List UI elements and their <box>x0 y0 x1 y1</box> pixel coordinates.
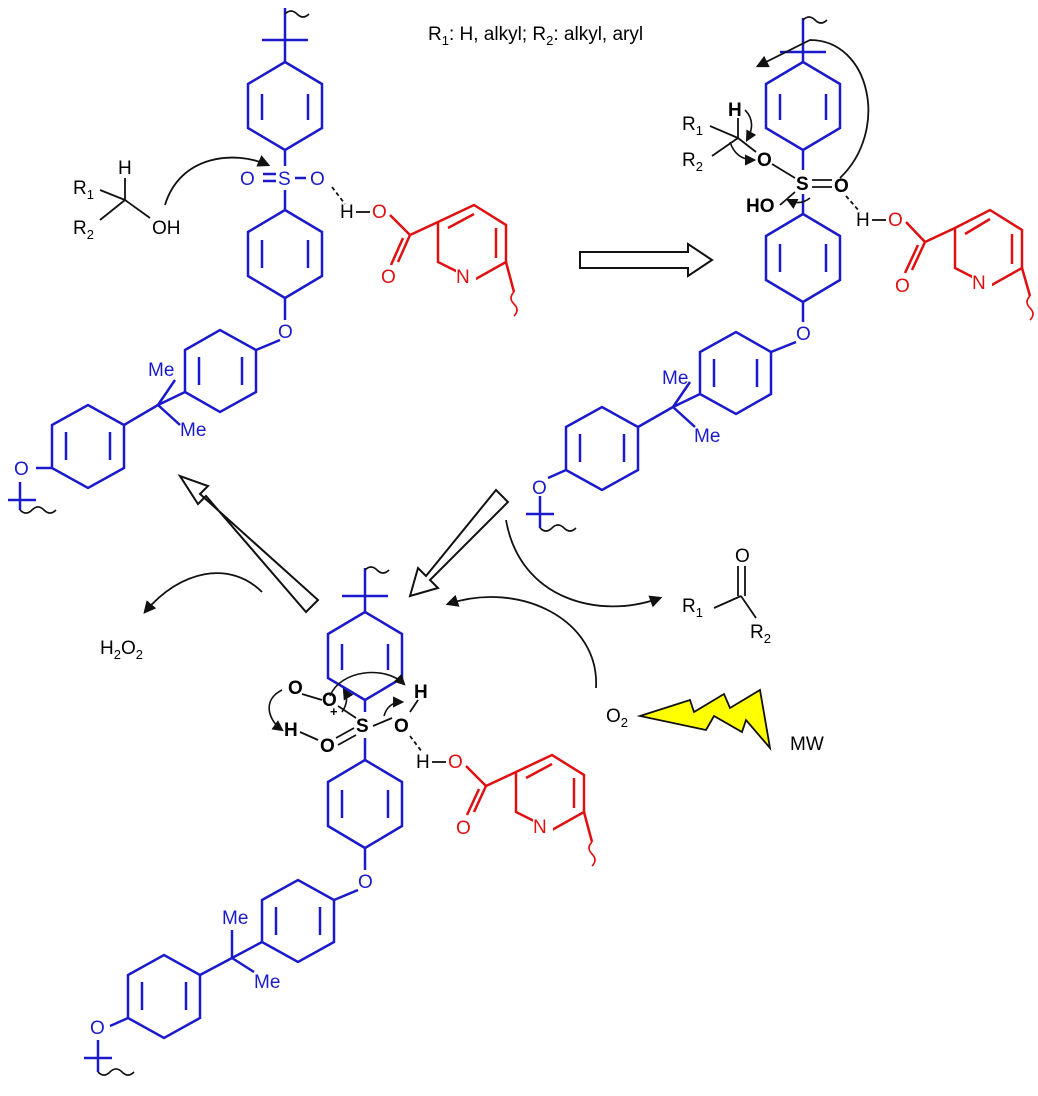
structure-3-o-peroxy-2: O <box>322 690 337 711</box>
structure-3-o-right: O <box>394 716 409 737</box>
picolinic-acid-2 <box>903 208 1032 297</box>
structure-1-methyl-bottom: Me <box>180 420 206 441</box>
picolinic-1-o-acid: O <box>372 202 387 223</box>
alkoxy-h: H <box>728 100 742 121</box>
structure-3-methyl-bottom: Me <box>254 972 280 993</box>
structure-3-sulfur: S <box>356 716 369 737</box>
structure-2-polymer <box>526 18 842 528</box>
substituent-caption: R1: H, alkyl; R2: alkyl, aryl <box>428 24 643 48</box>
alkoxy-group <box>709 118 796 179</box>
oxygen-uptake-arrow <box>445 594 597 689</box>
structure-2-chain-break-2 <box>539 524 577 532</box>
microwave-bolt <box>636 688 772 752</box>
attack-arrow-1 <box>164 155 271 206</box>
ketone-o: O <box>735 546 750 567</box>
h2o2-label: H2O2 <box>100 638 143 662</box>
structure-3-polymer <box>84 568 404 1072</box>
alkoxy-r1: R1 <box>682 114 703 138</box>
mw-label: MW <box>790 734 824 755</box>
h2o2-release-arrow <box>143 572 263 614</box>
picolinic-2-h: H <box>856 210 870 231</box>
picolinic-acid-3 <box>465 753 594 843</box>
ketone-release-arrow <box>505 519 663 608</box>
picolinic-1-o-carbonyl: O <box>381 267 396 288</box>
alcohol-r2: R2 <box>73 218 94 242</box>
curly-arrow-o-h <box>755 39 870 179</box>
structure-1-ether-o: O <box>278 322 293 343</box>
ketone-product <box>713 566 757 619</box>
structure-3-plus: + <box>330 704 338 719</box>
structure-2-chain-break <box>802 16 828 24</box>
picolinic-3-o-carbonyl: O <box>456 818 471 839</box>
structure-2-ether-o: O <box>796 324 811 345</box>
curly-arrow-ring <box>341 688 354 713</box>
structure-3-chain-break <box>364 566 390 574</box>
structure-2-hydroxyl: HO <box>746 196 775 217</box>
structure-3-o-peroxy-1: O <box>288 678 303 699</box>
curly-arrow-s-oh <box>785 197 811 210</box>
hbond-2 <box>845 195 861 213</box>
alcohol-h: H <box>118 158 132 179</box>
structure-2-sulfur: S <box>796 174 809 195</box>
picolinic-1-chain <box>510 291 518 317</box>
hbond-1 <box>331 186 346 205</box>
curly-arrow-o-o <box>329 671 406 697</box>
structure-3-h-left: H <box>284 720 298 741</box>
structure-3-end-o: O <box>90 1018 105 1039</box>
hollow-arrow-right <box>579 242 714 278</box>
structure-2-methyl-bottom: Me <box>694 426 720 447</box>
picolinic-acid-1 <box>389 203 516 293</box>
picolinic-3-n: N <box>533 817 547 838</box>
structure-1-sulfone-o-right: O <box>310 169 325 190</box>
alkoxy-o: O <box>757 150 772 171</box>
ketone-r1: R1 <box>682 596 703 620</box>
hollow-arrow-up-left <box>177 474 320 614</box>
hollow-arrow-down-left <box>408 488 510 598</box>
structure-3-h-right: H <box>414 682 428 703</box>
ketone-r2: R2 <box>750 622 771 646</box>
hbond-3 <box>409 735 423 753</box>
structure-1-polymer <box>8 8 324 510</box>
alkoxy-r2: R2 <box>682 150 703 174</box>
picolinic-2-n: N <box>972 273 986 294</box>
alcohol-substrate <box>99 178 151 221</box>
structure-1-methyl-top: Me <box>148 360 174 381</box>
alcohol-r1: R1 <box>73 178 94 202</box>
structure-3-o-left: O <box>320 736 335 757</box>
o2-label: O2 <box>606 706 628 730</box>
structure-1-sulfur: S <box>278 169 291 190</box>
picolinic-2-o-acid: O <box>888 210 903 231</box>
structure-1-chain-break <box>284 10 310 18</box>
curly-arrow-c-o <box>729 141 757 166</box>
structure-2-methyl-top: Me <box>662 368 688 389</box>
structure-3-methyl-top: Me <box>222 908 248 929</box>
structure-3-ether-o: O <box>358 872 373 893</box>
picolinic-1-h: H <box>340 202 354 223</box>
structure-1-chain-break-2 <box>19 506 57 514</box>
curly-arrow-h-shift <box>744 109 757 142</box>
picolinic-1-n: N <box>456 267 470 288</box>
structure-1-end-o: O <box>14 459 29 480</box>
picolinic-3-o-acid: O <box>448 752 463 773</box>
structure-3-chain-break-2 <box>97 1068 135 1076</box>
picolinic-3-chain <box>588 841 596 867</box>
picolinic-2-chain <box>1026 295 1034 321</box>
picolinic-2-o-carbonyl: O <box>895 276 910 297</box>
structure-1-sulfone-o-left: O <box>240 169 255 190</box>
picolinic-3-h: H <box>416 752 430 773</box>
curly-arrow-oh <box>383 696 405 717</box>
curly-arrow-peroxy <box>268 689 284 732</box>
structure-2-sulfone-o: O <box>834 176 849 197</box>
structure-2-end-o: O <box>532 478 547 499</box>
alcohol-oh: OH <box>152 218 181 239</box>
